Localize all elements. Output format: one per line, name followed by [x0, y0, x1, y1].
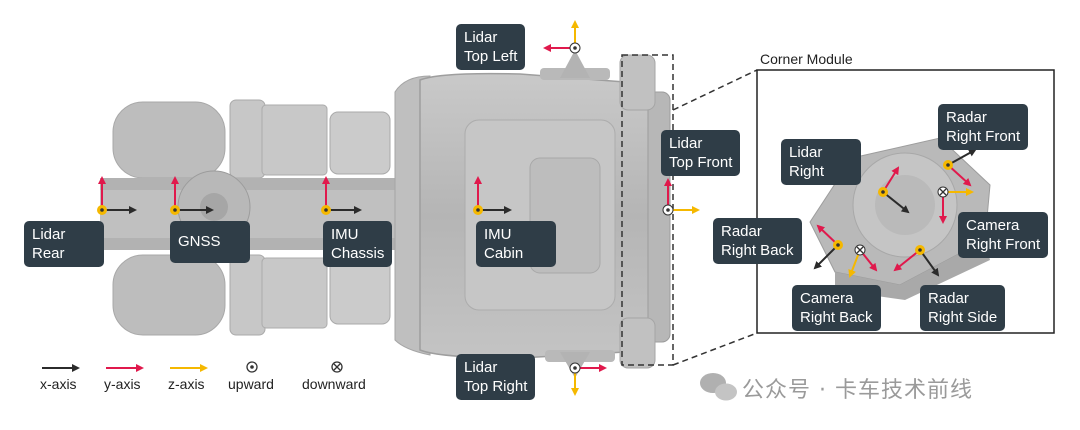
label-line: Lidar: [464, 29, 498, 46]
label-line: Right Back: [800, 309, 873, 326]
label-lidar-rear: Lidar Rear: [24, 221, 104, 267]
axes-camera-right-front: [937, 186, 974, 224]
wechat-icon: [700, 373, 737, 401]
legend-x-axis-label: x-axis: [40, 376, 77, 392]
label-line: Lidar: [464, 359, 498, 376]
label-line: Right Side: [928, 309, 998, 326]
label-radar-right-front: Radar Right Front: [938, 104, 1029, 150]
label-line: Chassis: [331, 245, 385, 262]
label-line: GNSS: [178, 233, 221, 250]
label-line: IMU: [484, 226, 512, 243]
label-line: Lidar: [789, 144, 823, 161]
downward-icon: [331, 361, 343, 373]
axes-camera-right-back: [848, 244, 878, 278]
axes-radar-right-side: [893, 245, 940, 277]
legend-downward-label: downward: [302, 376, 366, 392]
label-line: Camera: [800, 290, 854, 307]
axes-lidar-top-front: [662, 178, 700, 216]
leader-line-bottom: [672, 332, 758, 366]
label-line: Right Front: [966, 236, 1041, 253]
label-line: Right Front: [946, 128, 1021, 145]
axes-lidar-rear: [97, 176, 137, 215]
label-imu-chassis: IMU Chassis: [323, 221, 393, 267]
label-line: Right: [789, 163, 825, 180]
label-line: IMU: [331, 226, 359, 243]
axes-gnss: [170, 176, 214, 215]
label-gnss: GNSS: [170, 221, 250, 263]
label-imu-cabin: IMU Cabin: [476, 221, 556, 267]
label-line: Right Back: [721, 242, 794, 259]
watermark-text: 公众号 · 卡车技术前线: [742, 378, 973, 403]
label-camera-right-front: Camera Right Front: [958, 212, 1049, 258]
label-line: Lidar: [32, 226, 66, 243]
corner-module-title: Corner Module: [760, 51, 853, 67]
legend-z-axis-label: z-axis: [168, 376, 205, 392]
label-line: Rear: [32, 245, 65, 262]
legend-y-axis-label: y-axis: [104, 376, 141, 392]
axes-radar-right-back: [813, 224, 843, 270]
label-line: Cabin: [484, 245, 524, 262]
label-lidar-right: Lidar Right: [781, 139, 861, 185]
axes-imu-cabin: [473, 176, 512, 215]
axes-lidar-top-left: [543, 20, 581, 54]
axes-lidar-top-right: [569, 362, 607, 396]
label-lidar-top-right: Lidar Top Right: [456, 354, 536, 400]
label-radar-right-side: Radar Right Side: [920, 285, 1006, 331]
label-line: Radar: [928, 290, 969, 307]
truck-top-view: [100, 50, 671, 378]
legend: [42, 361, 343, 373]
axes-imu-chassis: [321, 176, 362, 215]
label-camera-right-back: Camera Right Back: [792, 285, 881, 331]
label-line: Lidar: [669, 135, 703, 152]
upward-icon: [246, 361, 258, 373]
axes-radar-right-front: [943, 149, 977, 187]
label-line: Top Front: [669, 154, 733, 171]
label-lidar-top-left: Lidar Top Left: [456, 24, 526, 70]
label-line: Camera: [966, 217, 1020, 234]
leader-line-top: [672, 69, 758, 111]
legend-upward-label: upward: [228, 376, 274, 392]
label-radar-right-back: Radar Right Back: [713, 218, 802, 264]
label-line: Radar: [721, 223, 762, 240]
label-lidar-top-front: Lidar Top Front: [661, 130, 741, 176]
axes-lidar-right: [878, 166, 910, 214]
label-line: Radar: [946, 109, 987, 126]
label-line: Top Left: [464, 48, 518, 65]
label-line: Top Right: [464, 378, 528, 395]
